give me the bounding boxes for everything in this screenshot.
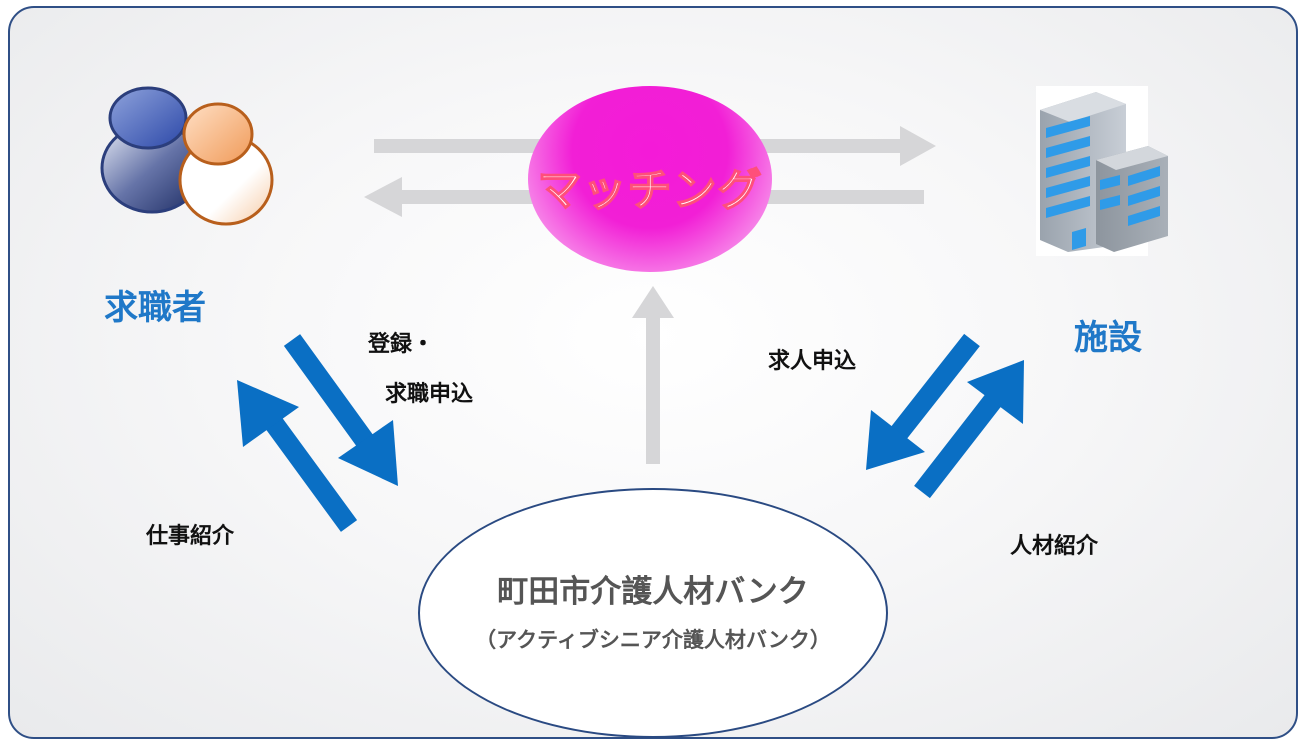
bank-title: 町田市介護人材バンク [497, 574, 809, 610]
bank-subtitle: （アクティブシニア介護人材バンク） [475, 628, 831, 652]
matching-node [528, 86, 772, 272]
job-offer-arrow [866, 333, 980, 470]
job-introduction-label: 仕事紹介 [146, 524, 235, 549]
registration-arrow [283, 334, 398, 486]
job-introduction-arrow [237, 380, 358, 532]
bank-node [418, 488, 888, 738]
people-icon [100, 86, 274, 226]
job-offer-label: 求人申込 [768, 349, 857, 374]
building-icon [1036, 86, 1168, 256]
staff-introduction-label: 人材紹介 [1010, 534, 1099, 559]
job-seeker-label: 求職者 [104, 288, 206, 328]
matching-label: マッチング [537, 164, 763, 217]
facility-label: 施設 [1074, 318, 1142, 358]
staff-introduction-arrow [914, 360, 1024, 499]
registration-label-line2: 求職申込 [385, 382, 474, 407]
registration-label-line1: 登録・ [368, 332, 435, 357]
bank-to-matching-arrow [632, 286, 674, 464]
